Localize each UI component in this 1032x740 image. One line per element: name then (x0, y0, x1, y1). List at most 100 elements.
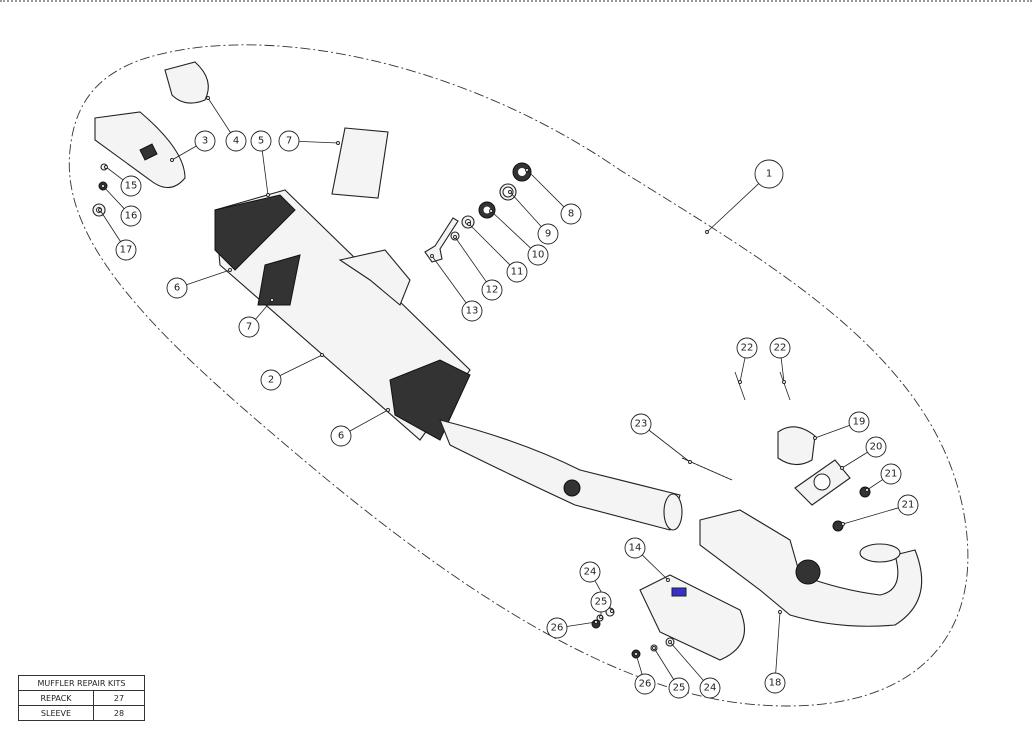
leader-line (648, 429, 691, 463)
callout-19: 19 (813, 411, 870, 440)
callout-5: 5 (250, 130, 272, 197)
callout-number: 7 (286, 136, 292, 147)
silencer-label-plate-7 (331, 127, 389, 199)
leader-dot (782, 380, 786, 384)
callout-22: 22 (769, 337, 791, 384)
callout-16: 16 (101, 184, 142, 227)
callout-number: 13 (466, 306, 479, 317)
assembly-boundary (68, 44, 969, 707)
leader-dot (206, 96, 210, 100)
leader-line (635, 653, 643, 675)
callout-13: 13 (430, 254, 483, 322)
callout-number: 1 (766, 169, 772, 180)
callout-circle (527, 244, 549, 266)
callout-circle (461, 300, 483, 322)
leader-dot (865, 488, 869, 492)
callout-circle (166, 277, 188, 299)
callout-number: 19 (853, 417, 866, 428)
page-border (0, 0, 1032, 2)
callout-6: 6 (330, 408, 390, 447)
callout-25: 25 (652, 646, 690, 699)
callout-2: 2 (260, 353, 324, 391)
callout-circle (848, 411, 870, 433)
callout-26: 26 (546, 617, 598, 639)
leader-dot (336, 141, 340, 145)
leader-line (298, 141, 339, 144)
callout-number: 15 (125, 181, 138, 192)
leader-dot (104, 165, 108, 169)
leader-dot (688, 460, 692, 464)
callout-number: 14 (629, 543, 642, 554)
callout-circle (238, 316, 260, 338)
callout-circle (630, 413, 652, 435)
callout-15: 15 (104, 165, 142, 197)
callout-24: 24 (579, 561, 614, 613)
leader-dot (430, 254, 434, 258)
heat-shield-14 (639, 574, 745, 661)
leader-line (490, 210, 531, 249)
leader-line (454, 236, 487, 283)
callout-25: 25 (590, 591, 612, 619)
callout-number: 26 (639, 679, 652, 690)
callout-11: 11 (467, 222, 528, 283)
kit-name: REPACK (18, 690, 94, 706)
callout-number: 16 (125, 211, 138, 222)
callout-23: 23 (630, 413, 692, 464)
header-pipe-18 (699, 509, 923, 627)
leader-line (431, 255, 467, 304)
leader-dot (228, 268, 232, 272)
nuts-21 (832, 486, 871, 532)
callout-number: 22 (741, 343, 754, 354)
leader-line (99, 209, 121, 242)
leader-dot (668, 640, 672, 644)
leader-line (102, 185, 125, 209)
leader-dot (666, 578, 670, 582)
callout-26: 26 (634, 652, 656, 695)
callout-circle (624, 537, 646, 559)
callout-14: 14 (624, 537, 670, 582)
callout-circle (754, 159, 784, 189)
leader-dot (266, 193, 270, 197)
callout-number: 6 (338, 431, 344, 442)
leader-dot (170, 158, 174, 162)
callout-circle (764, 672, 786, 694)
callout-1: 1 (705, 159, 784, 234)
leader-line (509, 191, 542, 227)
callout-circle (769, 337, 791, 359)
callout-number: 25 (595, 597, 608, 608)
leader-dot (634, 652, 638, 656)
leader-line (261, 150, 269, 196)
leader-dot (705, 230, 709, 234)
callout-number: 7 (246, 322, 252, 333)
leader-line (866, 479, 883, 491)
callout-circle (699, 677, 721, 699)
callout-number: 4 (233, 136, 239, 147)
callout-circle (506, 261, 528, 283)
callout-number: 5 (258, 136, 264, 147)
leader-dot (386, 408, 390, 412)
callout-number: 6 (174, 283, 180, 294)
callout-circle (120, 205, 142, 227)
callout-circle (668, 677, 690, 699)
leader-dot (101, 184, 105, 188)
callout-circle (897, 494, 919, 516)
leader-dot (525, 168, 529, 172)
callout-12: 12 (453, 235, 503, 301)
callout-9: 9 (508, 190, 559, 245)
callout-circle (330, 425, 352, 447)
leader-line (669, 641, 704, 681)
callout-circle (634, 673, 656, 695)
leader-line (186, 269, 231, 286)
callout-8: 8 (525, 168, 582, 225)
leader-dot (453, 235, 457, 239)
kit-number: 27 (93, 690, 145, 706)
callout-number: 22 (774, 343, 787, 354)
callout-number: 24 (584, 567, 597, 578)
callout-21: 21 (865, 463, 902, 492)
leader-line (171, 145, 197, 161)
callout-circle (590, 591, 612, 613)
callout-number: 12 (486, 285, 499, 296)
leader-line (842, 507, 899, 525)
